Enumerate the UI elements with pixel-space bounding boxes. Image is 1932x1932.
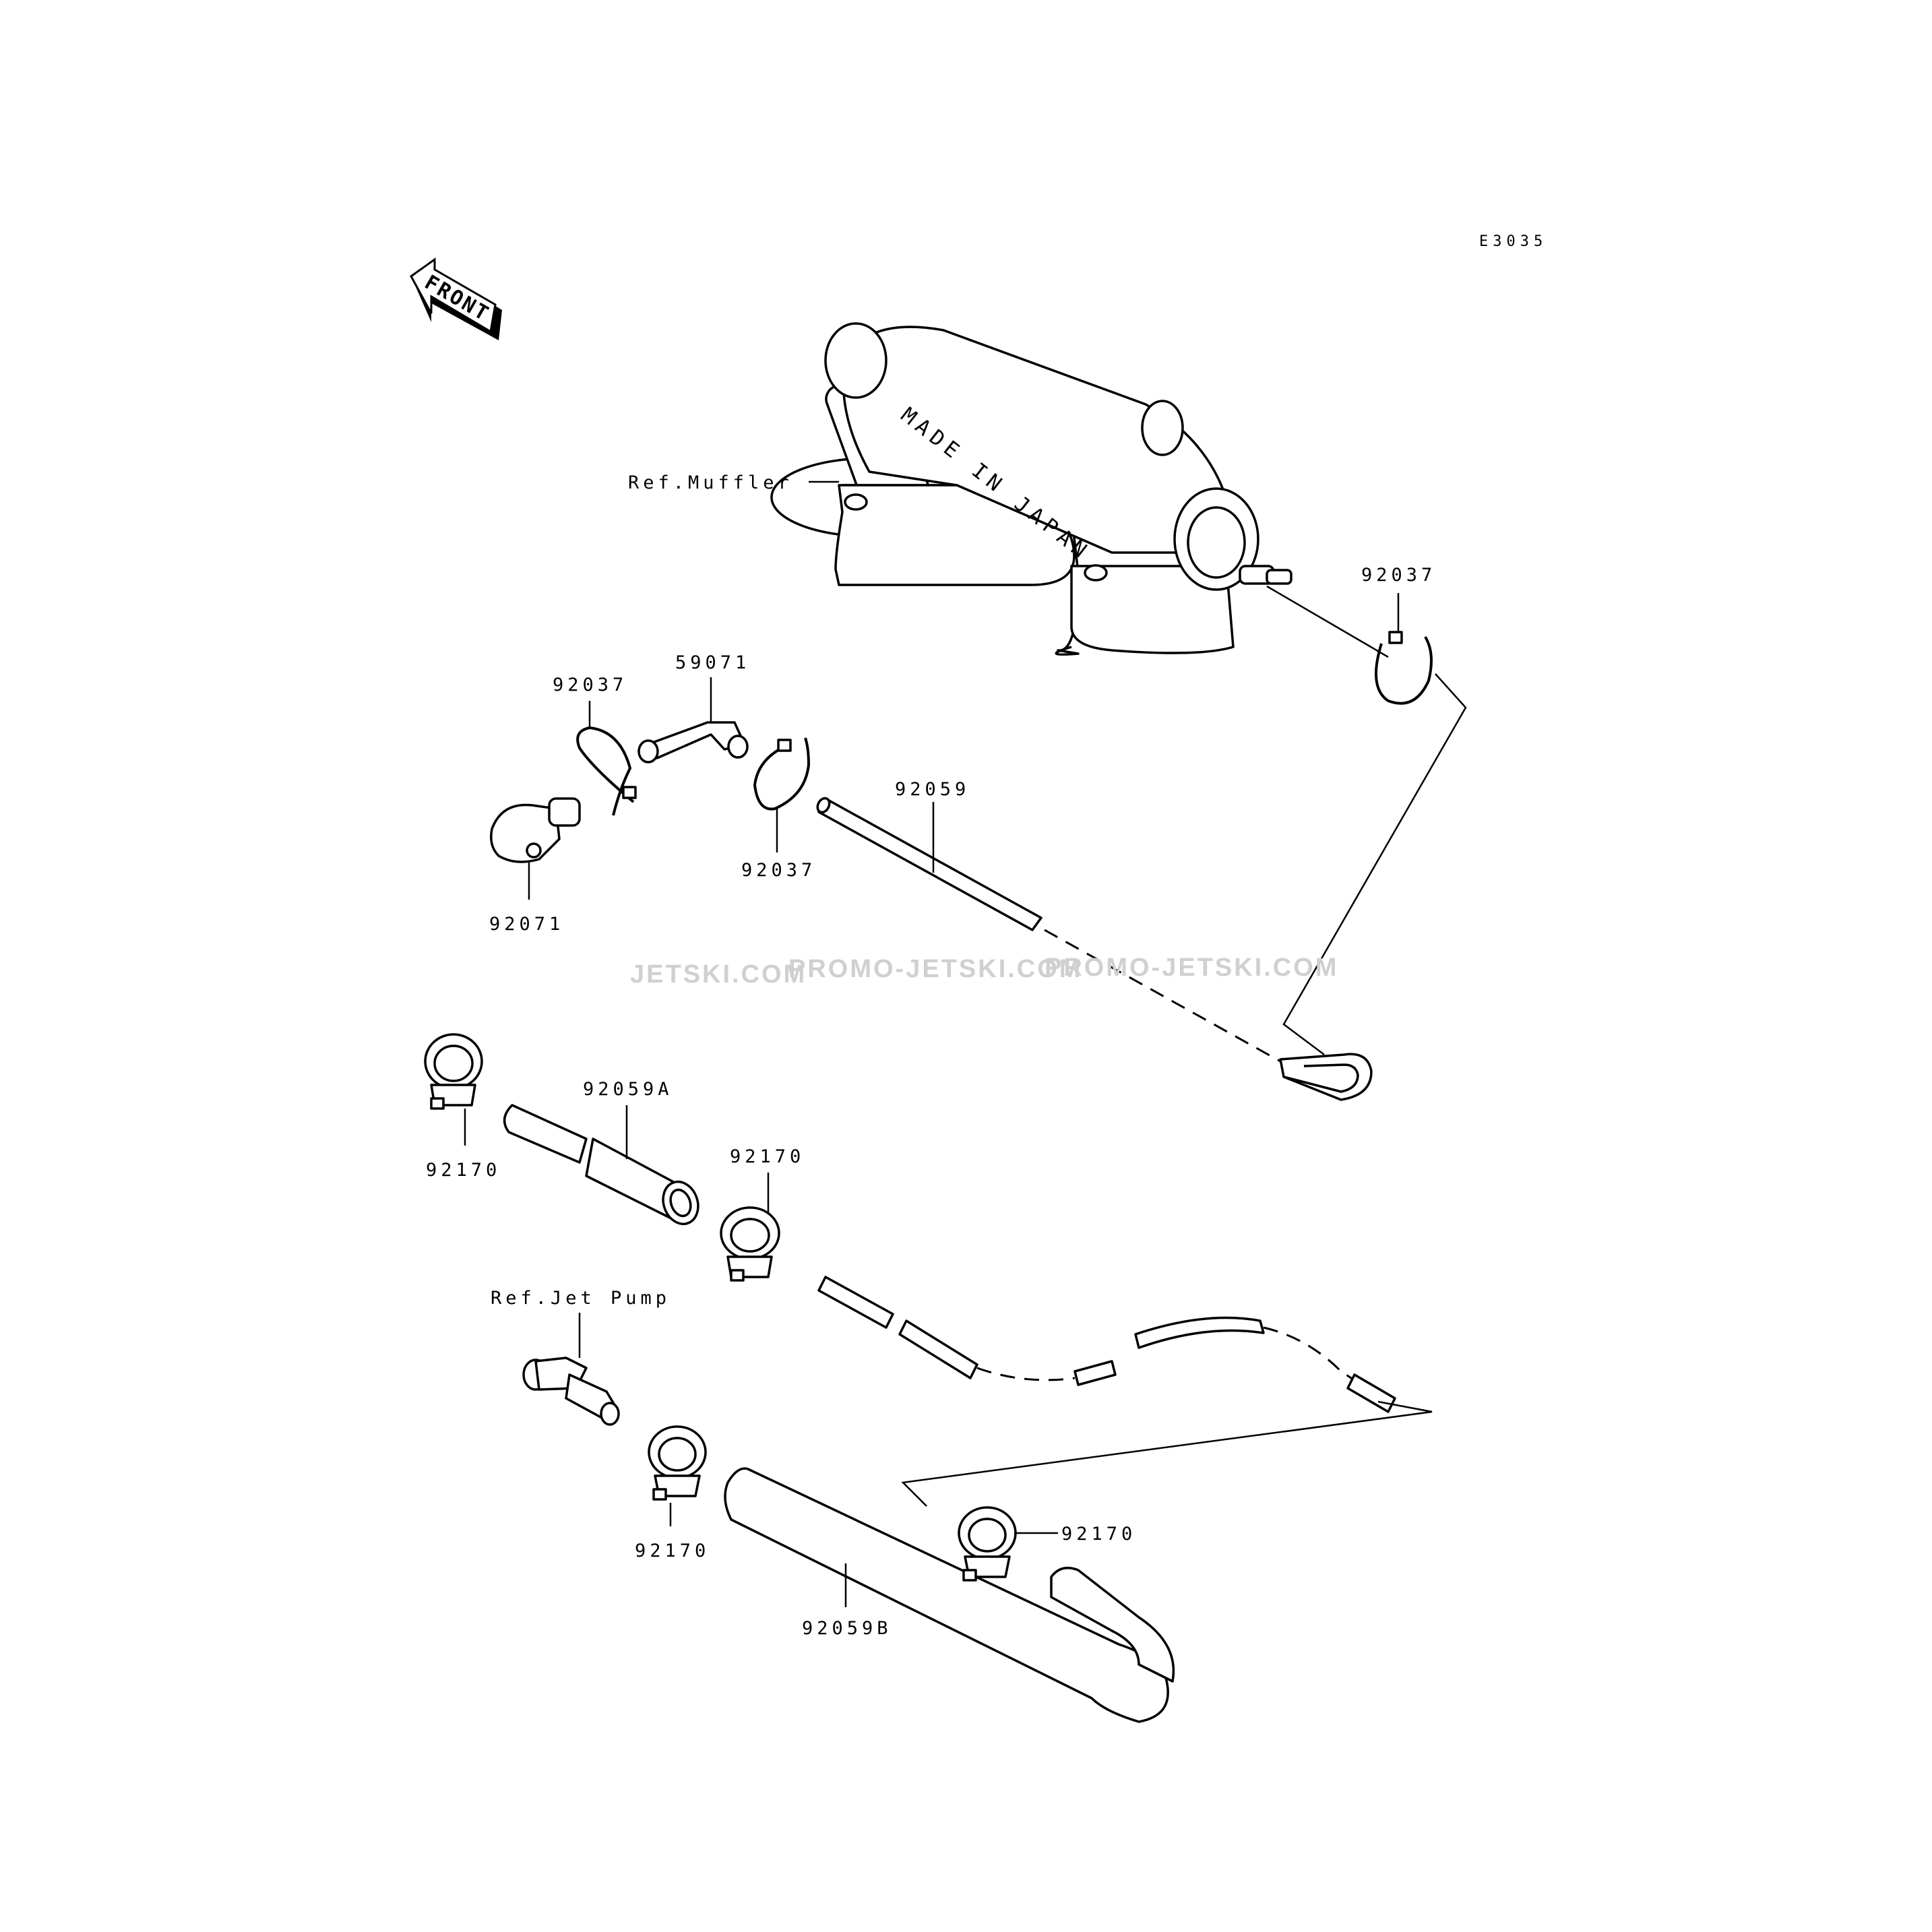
clamp-92037-upper-left xyxy=(576,726,637,816)
label-92037-middle: 92037 xyxy=(741,860,816,881)
clamp-92037-middle xyxy=(753,737,811,811)
ref-muffler-label: Ref.Muffler xyxy=(628,472,793,493)
jet-pump-fitting xyxy=(522,1357,620,1426)
hose-section-middle xyxy=(817,1276,1396,1413)
band-92170-lower xyxy=(648,1425,707,1501)
label-92170-lower: 92170 xyxy=(635,1540,710,1561)
band-92170-left xyxy=(424,1033,483,1110)
fitting-59071 xyxy=(637,721,749,764)
label-92059: 92059 xyxy=(895,779,970,800)
diagram-code: E3035 xyxy=(1479,233,1547,250)
label-92170-right: 92170 xyxy=(1061,1524,1136,1545)
watermark-promo-1: PROMO-JETSKI.COM xyxy=(788,955,1082,983)
label-92170-left: 92170 xyxy=(426,1160,501,1181)
label-92059a: 92059A xyxy=(583,1079,673,1100)
label-92071: 92071 xyxy=(489,914,564,935)
watermark-jetski: JETSKI.COM xyxy=(630,960,807,989)
muffler-body: MADE IN JAPAN xyxy=(770,322,1292,656)
front-arrow-icon: FRONT xyxy=(410,257,502,340)
label-92037-upper-left: 92037 xyxy=(553,675,627,695)
label-92059b: 92059B xyxy=(802,1618,892,1639)
hose-92059 xyxy=(816,797,1042,931)
label-59071: 59071 xyxy=(675,652,750,673)
hose-92059a xyxy=(503,1104,699,1226)
plug-92071 xyxy=(490,797,581,863)
label-92037-upper-right: 92037 xyxy=(1361,565,1436,586)
band-92170-center xyxy=(720,1206,780,1282)
label-92170-center: 92170 xyxy=(730,1146,805,1167)
hose-92059b xyxy=(724,1467,1175,1723)
clamp-92037-upper-right xyxy=(1375,631,1433,705)
band-92170-right xyxy=(958,1506,1017,1582)
ref-jet-pump-label: Ref.Jet Pump xyxy=(491,1288,671,1309)
watermark-promo-2: PROMO-JETSKI.COM xyxy=(1045,954,1338,982)
